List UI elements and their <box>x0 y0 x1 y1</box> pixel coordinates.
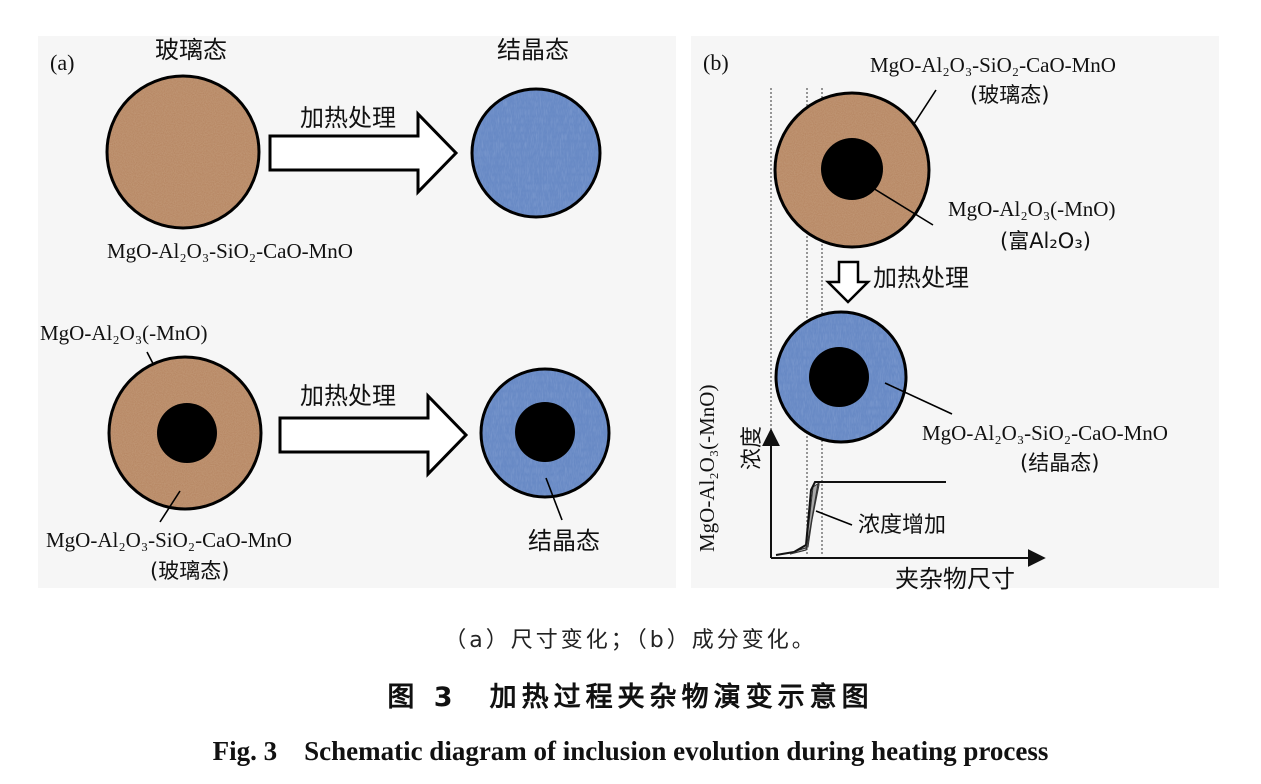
y-axis-label-oxide: MgO-Al₂O₃(-MnO) <box>695 385 719 552</box>
leader-crystal-b <box>884 382 953 415</box>
inclusion-evolution-figure: (a) 玻璃态 结晶态 加热处理 MgO-Al₂O₃-SiO₂-CaO-MnO … <box>40 36 1219 593</box>
heat-treatment-label-bottom: 加热处理 <box>300 382 396 410</box>
glass-paren-b: (玻璃态) <box>970 83 1049 107</box>
leader-glass-a <box>159 490 181 523</box>
glass-inclusion-with-core <box>107 355 263 511</box>
glass-paren-a: (玻璃态) <box>150 559 229 583</box>
core-oxide-label-a: MgO-Al₂O₃(-MnO) <box>40 321 207 345</box>
concentration-increase-label: 浓度增加 <box>858 513 946 538</box>
oxide-label-top: MgO-Al₂O₃-SiO₂-CaO-MnO <box>107 239 353 263</box>
panel-a-label: (a) <box>50 50 74 75</box>
heat-arrow-down <box>824 260 872 304</box>
leader-conc-increase <box>815 510 853 526</box>
panel-b-label: (b) <box>703 50 729 75</box>
glass-state-title: 玻璃态 <box>155 36 227 64</box>
heat-arrow-top <box>268 110 459 196</box>
panel-b-background <box>691 36 1219 588</box>
crystal-inclusion-top <box>470 87 602 219</box>
leader-crystal-a <box>545 477 563 521</box>
glass-inclusion-b <box>773 91 931 249</box>
crystal-inclusion-with-core <box>479 367 611 499</box>
crystal-inclusion-b <box>774 310 908 444</box>
heat-treatment-label-top: 加热处理 <box>300 104 396 132</box>
oxide-label-bottom: MgO-Al₂O₃-SiO₂-CaO-MnO <box>46 528 292 552</box>
x-axis-label: 夹杂物尺寸 <box>895 565 1015 593</box>
figure-subcaption: （a）尺寸变化；（b）成分变化。 <box>444 628 817 653</box>
glass-inclusion-top <box>105 74 261 230</box>
core-b2 <box>809 347 869 407</box>
figure-caption-chinese: 图 3 加热过程夹杂物演变示意图 <box>387 682 874 713</box>
oxide-label-b-top: MgO-Al₂O₃-SiO₂-CaO-MnO <box>870 53 1116 77</box>
core-a1 <box>157 403 217 463</box>
rich-al2o3-label: (富Al₂O₃) <box>1000 229 1091 253</box>
figure-caption-english: Fig. 3 Schematic diagram of inclusion ev… <box>212 736 1049 766</box>
concentration-curve-lower <box>789 483 819 555</box>
core-b1 <box>821 138 883 200</box>
y-axis-label-conc: 浓度 <box>740 426 765 470</box>
core-oxide-label-b: MgO-Al₂O₃(-MnO) <box>948 197 1115 221</box>
crystal-state-title: 结晶态 <box>497 36 569 64</box>
heat-treatment-label-b: 加热处理 <box>873 264 969 292</box>
leader-core-b <box>867 184 934 226</box>
oxide-label-b-bottom: MgO-Al₂O₃-SiO₂-CaO-MnO <box>922 421 1168 445</box>
crystal-label-a: 结晶态 <box>528 527 600 555</box>
concentration-curve-upper <box>775 481 946 556</box>
heat-arrow-bottom <box>278 392 469 478</box>
core-a2 <box>515 402 575 462</box>
crystal-paren-b: (结晶态) <box>1020 451 1099 475</box>
